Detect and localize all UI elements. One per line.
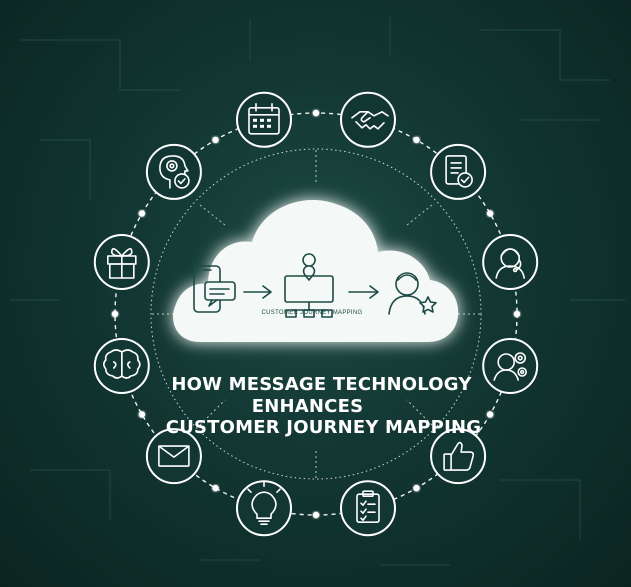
arrow-right-icon: [243, 285, 272, 299]
lightbulb-icon: [236, 480, 292, 537]
title-line-3: CUSTOMER JOURNEY MAPPING: [165, 417, 482, 438]
lightbulb-badge: [236, 480, 292, 537]
calendar-icon: [236, 91, 292, 148]
handshake-icon: [340, 91, 396, 148]
ring-dot: [138, 210, 146, 217]
ring-dot: [486, 411, 494, 418]
document-check-badge: [430, 143, 487, 200]
title-line-1: HOW MESSAGE TECHNOLOGY: [171, 374, 472, 395]
arrow-right-icon: [348, 285, 379, 299]
ring-dot: [513, 310, 521, 318]
title-line-2: ENHANCES: [251, 396, 364, 417]
inner-ring: [150, 148, 482, 480]
cloud: [173, 200, 459, 342]
ring-dot: [111, 310, 119, 318]
support-agent-icon: [482, 234, 539, 290]
document-check-icon: [430, 143, 487, 200]
brain-icon-glyph: [103, 349, 141, 379]
handshake-icon-glyph: [351, 111, 389, 130]
envelope-badge: [145, 428, 202, 485]
lightbulb-icon-glyph: [247, 481, 281, 526]
journey-map-icon: [284, 253, 334, 318]
head-gear-check-icon-glyph: [159, 155, 190, 189]
team-gears-icon-glyph: [493, 352, 528, 381]
support-agent-badge: [482, 234, 539, 290]
customer-star-icon: [388, 272, 437, 315]
head-gear-check-badge: [145, 143, 202, 200]
gift-icon: [93, 234, 150, 290]
mobile-message-icon: [193, 265, 236, 313]
cloud-contents: [193, 253, 437, 318]
checklist-icon: [340, 480, 396, 537]
calendar-icon-glyph: [248, 103, 280, 135]
circuit-background: [10, 15, 625, 566]
thumbs-up-icon: [430, 428, 487, 485]
cloud-caption: CUSTOMER JOURNEY MAPPING: [261, 310, 363, 316]
ring-dot: [486, 210, 494, 217]
team-gears-badge: [482, 338, 539, 394]
ring-dot: [413, 484, 420, 492]
team-gears-icon: [482, 338, 539, 394]
envelope-icon: [145, 428, 202, 485]
brain-icon: [93, 338, 150, 394]
ring-dot: [413, 136, 420, 144]
thumbs-up-icon-glyph: [443, 441, 475, 471]
ring-dot: [212, 484, 219, 492]
gift-icon-glyph: [107, 248, 137, 279]
ring-dots: [111, 109, 521, 519]
envelope-icon-glyph: [158, 445, 190, 467]
ring-dot: [312, 511, 320, 519]
ring-icons: [93, 91, 539, 537]
ring-dot: [212, 136, 219, 144]
document-check-icon-glyph: [445, 155, 473, 188]
checklist-icon-glyph: [356, 490, 380, 524]
checklist-badge: [340, 480, 396, 537]
ring-dot: [312, 109, 320, 117]
ring-dot: [138, 411, 146, 418]
support-agent-icon-glyph: [495, 248, 526, 279]
head-gear-check-icon: [145, 143, 202, 200]
